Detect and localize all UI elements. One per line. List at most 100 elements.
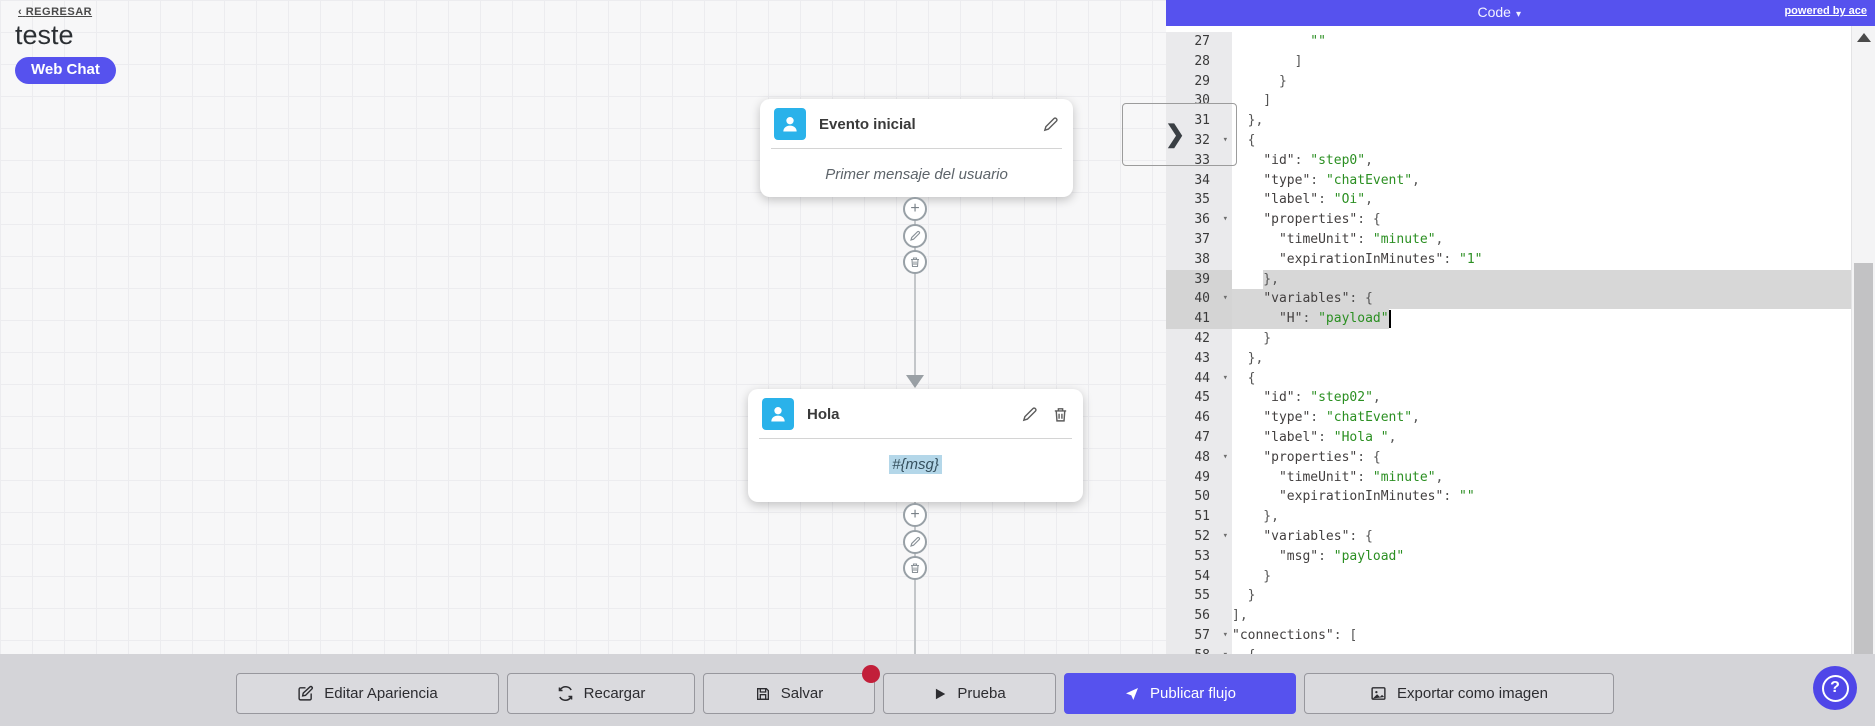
code-text: "label": "Oi", — [1263, 192, 1373, 208]
chevron-right-icon[interactable]: ❯ — [1165, 120, 1186, 148]
node-title: Evento inicial — [819, 115, 916, 133]
gutter-line-number: 40▾ — [1166, 289, 1232, 310]
code-text: ], — [1232, 608, 1248, 624]
save-button[interactable]: Salvar — [703, 665, 880, 714]
code-line: 47 "label": "Hola ", — [1166, 427, 1851, 448]
export-image-button[interactable]: Exportar como imagen — [1304, 673, 1614, 714]
gutter-line-number: 37 — [1166, 229, 1232, 250]
refresh-icon — [558, 685, 572, 702]
fold-arrow-icon[interactable]: ▾ — [1222, 451, 1228, 462]
page-title: teste — [15, 20, 74, 50]
gutter-line-number: 55 — [1166, 586, 1232, 607]
code-line: 38 "expirationInMinutes": "1" — [1166, 249, 1851, 270]
code-text: }, — [1232, 269, 1851, 290]
edit-icon[interactable] — [1021, 406, 1038, 423]
code-text: "H": "payload" — [1232, 309, 1851, 329]
code-text: } — [1232, 330, 1272, 346]
code-line: 49 "timeUnit": "minute", — [1166, 467, 1851, 488]
gutter-line-number: 57▾ — [1166, 625, 1232, 646]
edit-icon[interactable] — [1042, 116, 1059, 133]
fold-arrow-icon[interactable]: ▾ — [1222, 629, 1228, 640]
edit-connector-button[interactable] — [903, 224, 927, 248]
channel-badge: Web Chat — [15, 57, 116, 84]
code-text: "id": "step0", — [1263, 152, 1373, 168]
code-line: 51 }, — [1166, 507, 1851, 527]
test-button[interactable]: Prueba — [883, 673, 1056, 714]
fold-arrow-icon[interactable]: ▾ — [1222, 293, 1228, 304]
add-step-button[interactable]: + — [903, 197, 927, 221]
gutter-line-number: 39 — [1166, 269, 1232, 290]
code-text: } — [1232, 73, 1287, 89]
gutter-line-number: 45 — [1166, 388, 1232, 409]
help-button[interactable]: ? — [1813, 666, 1857, 710]
node-hola[interactable]: Hola #{msg} — [748, 389, 1083, 502]
delete-connector-button[interactable] — [903, 250, 927, 274]
gutter-line-number: 41 — [1166, 309, 1232, 329]
powered-by-ace-link[interactable]: powered by ace — [1784, 5, 1867, 17]
code-line: 53 "msg": "payload" — [1166, 546, 1851, 567]
code-line: 52▾ "variables": { — [1166, 526, 1851, 547]
back-link[interactable]: ‹ REGRESAR — [18, 6, 93, 18]
code-line: 41 "H": "payload" — [1166, 309, 1851, 329]
scrollbar-thumb[interactable] — [1854, 263, 1873, 665]
flow-canvas[interactable]: ‹ REGRESAR teste Web Chat Evento inicial… — [0, 0, 1166, 654]
reload-button[interactable]: Recargar — [507, 673, 695, 714]
code-mode-dropdown[interactable]: Code▾ — [1477, 4, 1521, 20]
code-text: "properties": { — [1263, 212, 1381, 228]
fold-arrow-icon[interactable]: ▾ — [1222, 134, 1228, 145]
connector-arrow-icon — [906, 375, 924, 388]
scroll-up-icon[interactable] — [1856, 33, 1871, 42]
code-line: 32▾ { — [1166, 130, 1851, 151]
code-line: 28 ] — [1166, 51, 1851, 72]
edit-icon — [298, 685, 314, 701]
code-line: 36▾ "properties": { — [1166, 210, 1851, 230]
code-text: } — [1232, 568, 1272, 584]
code-text: } — [1232, 588, 1256, 604]
add-step-button[interactable]: + — [903, 503, 927, 527]
fold-arrow-icon[interactable]: ▾ — [1222, 214, 1228, 225]
code-text: "" — [1310, 34, 1326, 49]
code-text: "id": "step02", — [1263, 390, 1381, 406]
code-line: 35 "label": "Oi", — [1166, 190, 1851, 211]
trash-icon — [911, 257, 919, 268]
trash-icon — [911, 563, 919, 574]
node-body-text: #{msg} — [748, 439, 1083, 490]
editor-scrollbar[interactable] — [1851, 26, 1875, 665]
code-editor[interactable]: 27 ""28 ]29 }30 ]31 },32▾ {33 "id": "ste… — [1166, 26, 1851, 665]
play-icon — [936, 688, 946, 699]
gutter-line-number: 47 — [1166, 427, 1232, 448]
code-line: 54 } — [1166, 566, 1851, 587]
code-line: 39 }, — [1166, 269, 1851, 290]
code-text: "connections": [ — [1232, 627, 1358, 643]
code-line: 44▾ { — [1166, 368, 1851, 389]
fold-arrow-icon[interactable]: ▾ — [1222, 372, 1228, 383]
fold-arrow-icon[interactable]: ▾ — [1222, 530, 1228, 541]
node-body-text: Primer mensaje del usuario — [825, 166, 1008, 183]
trash-icon[interactable] — [1052, 406, 1069, 423]
pencil-icon — [910, 230, 921, 241]
image-icon — [1371, 687, 1386, 700]
code-text: { — [1232, 370, 1256, 386]
connector-line — [914, 197, 916, 375]
code-line: 34 "type": "chatEvent", — [1166, 170, 1851, 191]
gutter-line-number: 28 — [1166, 51, 1232, 72]
gutter-line-number: 51 — [1166, 507, 1232, 527]
user-icon — [774, 108, 806, 140]
save-icon — [756, 687, 769, 700]
code-text: "expirationInMinutes": "1" — [1278, 251, 1483, 267]
bottom-toolbar: Editar Apariencia Recargar Salvar Prueba… — [0, 654, 1875, 726]
gutter-line-number: 44▾ — [1166, 368, 1232, 389]
edit-connector-button[interactable] — [903, 530, 927, 554]
node-divider — [771, 148, 1062, 149]
code-line: 29 } — [1166, 71, 1851, 92]
edit-appearance-button[interactable]: Editar Apariencia — [236, 673, 499, 714]
delete-connector-button[interactable] — [903, 556, 927, 580]
gutter-line-number: 38 — [1166, 249, 1232, 270]
code-text: }, — [1232, 113, 1264, 129]
node-title: Hola — [807, 405, 840, 423]
panel-collapse-handle[interactable]: ❯ — [1122, 103, 1237, 166]
publish-flow-button[interactable]: Publicar flujo — [1064, 673, 1296, 714]
gutter-line-number: 52▾ — [1166, 526, 1232, 547]
code-line: 31 }, — [1166, 111, 1851, 131]
node-evento-inicial[interactable]: Evento inicial Primer mensaje del usuari… — [760, 99, 1073, 197]
